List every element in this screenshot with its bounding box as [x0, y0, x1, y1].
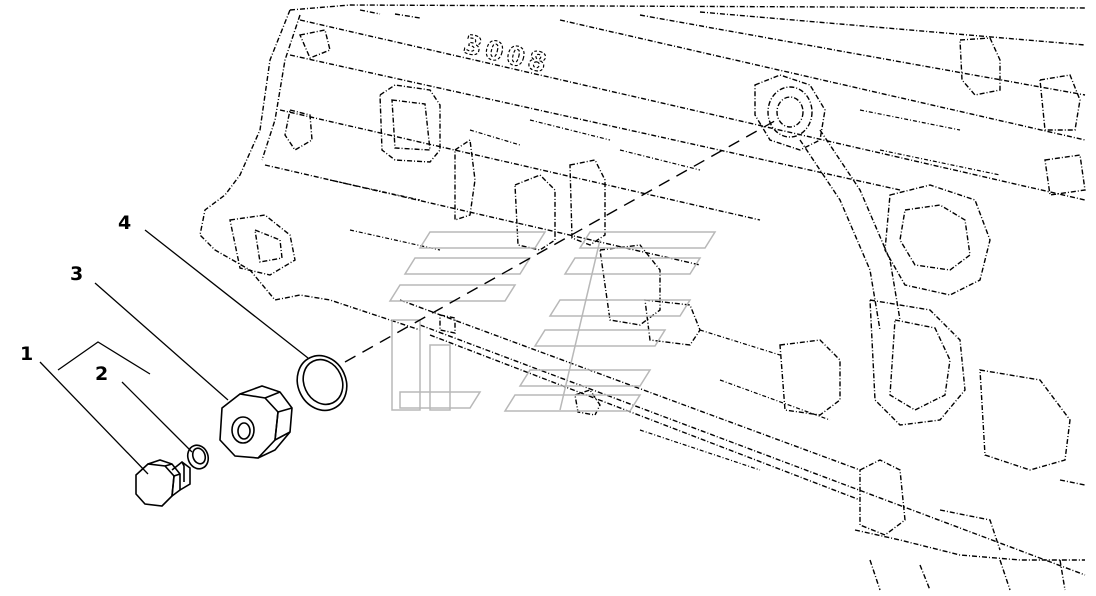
engine-block: 3008: [199, 4, 1086, 591]
callout-1: 1: [20, 343, 33, 365]
o-ring: [296, 354, 348, 412]
plug-bolt: [135, 459, 191, 507]
watermark-logo: [388, 231, 717, 412]
leader-lines: [39, 229, 309, 475]
casting-number: 3008: [460, 30, 553, 80]
callout-4: 4: [118, 212, 131, 234]
callout-2: 2: [95, 363, 108, 385]
hex-adapter: [219, 385, 293, 459]
callout-3: 3: [70, 263, 83, 285]
sealing-washer: [186, 444, 210, 470]
assembly-centerline: [344, 117, 781, 363]
